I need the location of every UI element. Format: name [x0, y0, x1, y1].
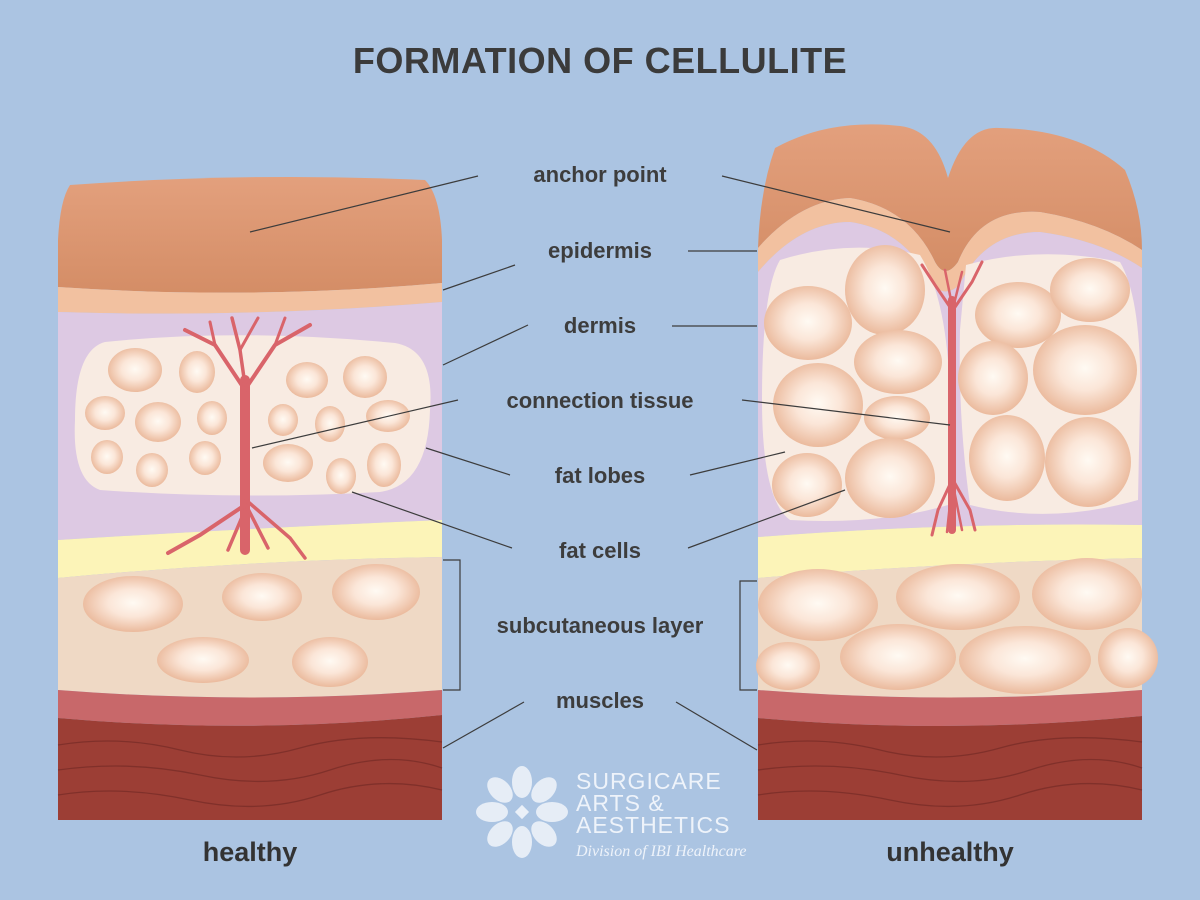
logo-tagline: Division of IBI Healthcare [576, 843, 747, 860]
unhealthy-cross-section [756, 124, 1158, 820]
unhealthy-connection-tissue [920, 260, 984, 537]
healthy-muscle [58, 715, 442, 820]
unhealthy-skin-surface [758, 124, 1142, 271]
logo-line-3: AESTHETICS [576, 812, 731, 838]
healthy-skin-surface [58, 176, 442, 293]
unhealthy-epidermis [758, 198, 1142, 292]
logo-line-2: ARTS & [576, 790, 665, 816]
healthy-epidermis [58, 283, 442, 314]
leader-lines [249, 175, 951, 751]
healthy-cross-section [57, 176, 443, 820]
healthy-muscle-top [58, 690, 442, 726]
logo-line-1: SURGICARE [576, 768, 722, 794]
healthy-fat-cells [83, 348, 420, 687]
caption-unhealthy: unhealthy [886, 837, 1014, 867]
unhealthy-fat-cells [756, 245, 1158, 694]
unhealthy-muscle [758, 716, 1142, 820]
label-subcutaneous-layer: subcutaneous layer [496, 613, 704, 638]
caption-healthy: healthy [202, 837, 298, 867]
label-connection-tissue: connection tissue [506, 388, 694, 413]
label-epidermis: epidermis [548, 238, 652, 263]
label-muscles: muscles [555, 688, 645, 713]
label-anchor-point: anchor point [533, 162, 667, 187]
healthy-muscle-fibers [57, 737, 443, 808]
diagram-title: FORMATION OF CELLULITE [352, 40, 848, 81]
healthy-connection-tissue [166, 316, 312, 560]
label-dermis: dermis [563, 313, 637, 338]
label-fat-lobes: fat lobes [554, 463, 646, 488]
unhealthy-muscle-top [758, 690, 1142, 727]
healthy-fat-lobe [74, 335, 431, 496]
logo-mark-icon [476, 766, 568, 858]
unhealthy-muscle-fibers [757, 737, 1143, 808]
label-fat-cells: fat cells [559, 538, 641, 563]
unhealthy-yellow-layer [758, 524, 1142, 578]
